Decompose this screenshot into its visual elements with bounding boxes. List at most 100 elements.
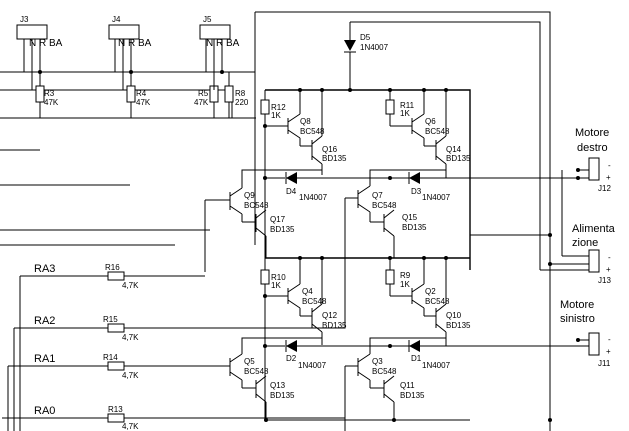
transistor-q10-ref: Q10 — [446, 311, 462, 320]
input-ra0-label: RA0 — [34, 405, 55, 417]
resistor-r9: R9 1K — [385, 258, 411, 296]
resistor-r14: R14 4,7K — [103, 353, 139, 380]
motor-right-wires — [322, 170, 590, 179]
diode-d2: D2 1N4007 — [265, 340, 327, 370]
transistor-q8: Q8 BC548 — [265, 90, 325, 146]
diode-d1-ref: D1 — [411, 354, 422, 363]
connector-j12-ref: J12 — [598, 184, 611, 193]
resistor-r13-value: 4,7K — [122, 422, 139, 431]
diode-d1-value: 1N4007 — [422, 361, 451, 370]
connector-j11-title-2: sinistro — [560, 313, 595, 325]
diode-d1: D1 1N4007 — [390, 340, 451, 370]
diode-d3-value: 1N4007 — [422, 193, 451, 202]
diode-d5-ref: D5 — [360, 33, 371, 42]
input-ra1: RA1 — [7, 353, 218, 431]
transistor-q13-value: BD135 — [270, 391, 295, 400]
resistor-r11-value: 1K — [400, 109, 410, 118]
transistor-q11-ref: Q11 — [400, 381, 415, 390]
resistor-r10-ref: R10 — [271, 273, 286, 282]
diode-d4-value: 1N4007 — [299, 193, 328, 202]
input-ra2-label: RA2 — [34, 315, 55, 327]
resistor-r8-value: 220 — [235, 98, 249, 107]
connector-j13: Alimenta zione - + J13 — [470, 170, 616, 285]
junction-dots — [263, 88, 552, 422]
connector-j5-ref: J5 — [203, 15, 212, 24]
connector-j12-plus: + — [606, 173, 611, 182]
connector-j11-minus: - — [608, 335, 611, 344]
resistor-r16-value: 4,7K — [122, 281, 139, 290]
transistor-q8-value: BC548 — [300, 127, 325, 136]
resistor-r5-value: 47K — [194, 98, 209, 107]
transistor-q11: Q11 BD135 — [370, 375, 425, 420]
diode-d2-ref: D2 — [286, 354, 297, 363]
resistor-r4-value: 47K — [136, 98, 151, 107]
resistor-r13: R13 4,7K — [108, 405, 139, 431]
connector-j4: J4 N R BA — [108, 15, 152, 49]
resistor-r3-value: 47K — [44, 98, 59, 107]
transistor-q2-value: BC548 — [425, 297, 450, 306]
resistor-r12-value: 1K — [271, 111, 281, 120]
resistor-r4-ref: R4 — [136, 89, 147, 98]
connector-j12-minus: - — [608, 161, 611, 170]
resistor-r11-ref: R11 — [400, 101, 415, 110]
transistor-q17-value: BD135 — [270, 225, 295, 234]
transistor-q12-ref: Q12 — [322, 311, 338, 320]
connector-j5: J5 N R BA — [199, 15, 240, 49]
resistor-r12-ref: R12 — [271, 103, 286, 112]
transistor-q15: Q15 BD135 — [370, 209, 427, 258]
resistor-r12: R12 1K — [260, 99, 286, 120]
transistor-q9-ref: Q9 — [244, 191, 255, 200]
transistor-q6: Q6 BC548 — [390, 90, 450, 146]
transistor-q3-value: BC548 — [372, 367, 397, 376]
resistor-r14-value: 4,7K — [122, 371, 139, 380]
power-rails — [264, 88, 471, 421]
transistor-q4-value: BC548 — [302, 297, 327, 306]
connector-j11-plus: + — [606, 347, 611, 356]
resistor-r8-ref: R8 — [235, 89, 246, 98]
upper-base-wires — [204, 198, 346, 272]
transistor-q17-ref: Q17 — [270, 215, 286, 224]
transistor-q9: Q9 BC548 — [205, 169, 322, 222]
connector-j13-ref: J13 — [598, 276, 611, 285]
transistor-q6-ref: Q6 — [425, 117, 436, 126]
transistor-q2-ref: Q2 — [425, 287, 436, 296]
transistor-q2: Q2 BC548 — [390, 258, 450, 316]
diode-d5-value: 1N4007 — [360, 43, 389, 52]
resistor-r4: R4 47K — [126, 70, 151, 118]
resistor-r13-ref: R13 — [108, 405, 123, 414]
transistor-q7-ref: Q7 — [372, 191, 383, 200]
transistor-q10-value: BD135 — [446, 321, 471, 330]
resistor-r9-value: 1K — [400, 280, 410, 289]
transistor-q3: Q3 BC548 — [345, 337, 446, 388]
transistor-q17: Q17 BD135 — [242, 209, 295, 258]
transistor-q16-ref: Q16 — [322, 145, 338, 154]
diode-d3: D3 1N4007 — [390, 172, 451, 202]
resistor-r16-ref: R16 — [105, 263, 120, 272]
connector-j13-title-1: Alimenta — [572, 223, 616, 235]
resistor-r8: R8 220 — [220, 70, 249, 118]
connector-j11-title-1: Motore — [560, 299, 594, 311]
resistor-r9-ref: R9 — [400, 271, 411, 280]
transistor-q14-value: BD135 — [446, 154, 471, 163]
transistor-q14: Q14 BD135 — [424, 90, 471, 175]
transistor-q13-ref: Q13 — [270, 381, 286, 390]
transistor-q15-ref: Q15 — [402, 213, 418, 222]
diode-d4-ref: D4 — [286, 187, 297, 196]
connector-j5-pins: N R BA — [206, 38, 240, 49]
transistor-q5-ref: Q5 — [244, 357, 255, 366]
connector-j11-ref: J11 — [598, 359, 611, 368]
motor-left-wires — [322, 338, 590, 347]
transistor-q12-value: BD135 — [322, 321, 347, 330]
transistor-q11-value: BD135 — [400, 391, 425, 400]
diode-d5: D5 1N4007 — [344, 21, 541, 270]
transistor-q16-value: BD135 — [322, 154, 347, 163]
input-ra3-label: RA3 — [34, 263, 55, 275]
connector-j13-minus: - — [608, 253, 611, 262]
connector-j4-pins: N R BA — [118, 38, 152, 49]
connector-j4-ref: J4 — [112, 15, 121, 24]
connector-j13-title-2: zione — [572, 237, 598, 249]
resistor-r11: R11 1K — [385, 90, 415, 126]
input-bus-wires — [0, 11, 551, 431]
input-ra0: RA0 — [2, 405, 345, 423]
